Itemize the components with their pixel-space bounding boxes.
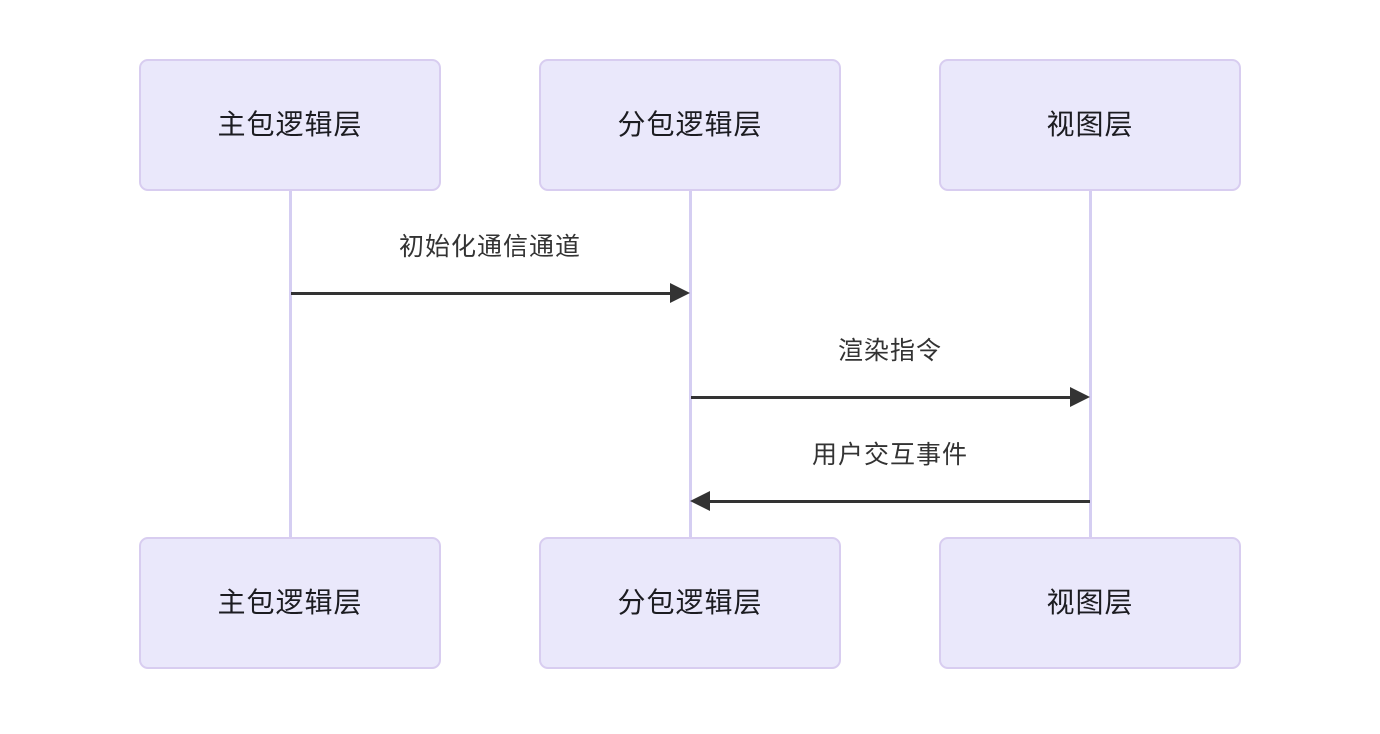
arrowhead-left-icon: [690, 491, 710, 511]
message-label-render-command: 渲染指令: [837, 337, 943, 365]
participant-box-bottom-view-layer[interactable]: 视图层: [939, 537, 1241, 669]
message-line: [691, 396, 1070, 399]
participant-box-top-main-package-logic[interactable]: 主包逻辑层: [139, 59, 441, 191]
message-label-init-channel: 初始化通信通道: [398, 233, 582, 261]
participant-label: 视图层: [1046, 587, 1134, 618]
message-line: [710, 500, 1090, 503]
participant-label: 分包逻辑层: [617, 587, 763, 618]
participant-box-top-sub-package-logic[interactable]: 分包逻辑层: [539, 59, 841, 191]
participant-box-bottom-sub-package-logic[interactable]: 分包逻辑层: [539, 537, 841, 669]
participant-box-bottom-main-package-logic[interactable]: 主包逻辑层: [139, 537, 441, 669]
lifeline-sub-package-logic: [689, 191, 692, 537]
participant-label: 主包逻辑层: [217, 109, 363, 140]
message-line: [291, 292, 670, 295]
lifeline-view-layer: [1089, 191, 1092, 537]
arrowhead-right-icon: [670, 283, 690, 303]
participant-label: 分包逻辑层: [617, 109, 763, 140]
message-label-user-interaction-event: 用户交互事件: [811, 441, 969, 469]
arrowhead-right-icon: [1070, 387, 1090, 407]
participant-box-top-view-layer[interactable]: 视图层: [939, 59, 1241, 191]
lifeline-main-package-logic: [289, 191, 292, 537]
participant-label: 主包逻辑层: [217, 587, 363, 618]
participant-label: 视图层: [1046, 109, 1134, 140]
